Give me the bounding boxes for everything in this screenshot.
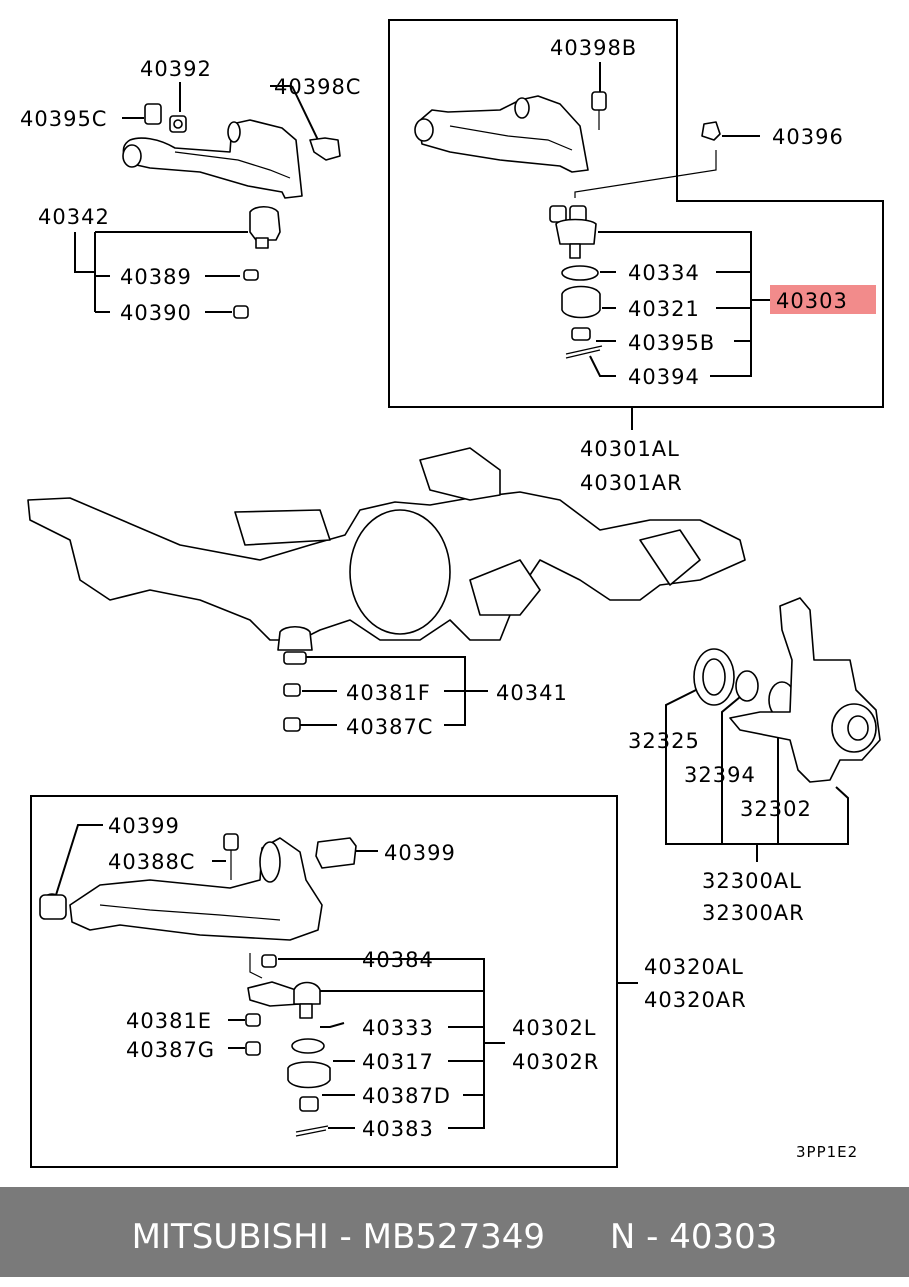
- label-40387D: 40387D: [362, 1084, 451, 1108]
- label-32394: 32394: [684, 763, 756, 787]
- lower-arm-drawing: [39, 833, 357, 1137]
- label-32302: 32302: [740, 797, 812, 821]
- label-40334: 40334: [628, 261, 700, 285]
- label-40303: 40303: [776, 289, 848, 313]
- label-40383: 40383: [362, 1117, 434, 1141]
- label-40392: 40392: [140, 57, 212, 81]
- label-40341: 40341: [496, 681, 568, 705]
- upper-arm-drawing: [122, 103, 341, 319]
- label-40320AR: 40320AR: [644, 988, 747, 1012]
- frame-drawing: [27, 447, 746, 732]
- label-40398B: 40398B: [550, 36, 637, 60]
- label-40342: 40342: [38, 205, 110, 229]
- label-40388C: 40388C: [108, 850, 195, 874]
- label-40317: 40317: [362, 1050, 434, 1074]
- label-40398C: 40398C: [274, 75, 361, 99]
- label-40390: 40390: [120, 301, 192, 325]
- upper-arm-box-drawing: [414, 91, 721, 359]
- label-40320AL: 40320AL: [644, 955, 744, 979]
- label-40389: 40389: [120, 265, 192, 289]
- highlight-40303: [770, 285, 876, 314]
- label-40333: 40333: [362, 1016, 434, 1040]
- leader-lines: [55, 62, 849, 1129]
- part-labels: 40392 40395C 40398C 40342 40389 40390 40…: [20, 36, 858, 1161]
- label-40395C: 40395C: [20, 107, 107, 131]
- footer-bar: MITSUBISHI - MB527349 N - 40303: [0, 1187, 909, 1277]
- label-40395B: 40395B: [628, 331, 715, 355]
- label-32300AL: 32300AL: [702, 869, 802, 893]
- label-40302L: 40302L: [512, 1016, 597, 1040]
- label-40301AL: 40301AL: [580, 437, 680, 461]
- knuckle-drawing: [693, 597, 881, 783]
- label-40381F: 40381F: [346, 681, 431, 705]
- label-40387G: 40387G: [126, 1038, 215, 1062]
- label-40301AR: 40301AR: [580, 471, 683, 495]
- parts-diagram: 40392 40395C 40398C 40342 40389 40390 40…: [20, 19, 884, 1168]
- label-40394: 40394: [628, 365, 700, 389]
- upper-arm-kit-box: [388, 19, 884, 408]
- label-40384: 40384: [362, 948, 434, 972]
- label-40387C: 40387C: [346, 715, 433, 739]
- label-40399-left: 40399: [108, 814, 180, 838]
- label-32300AR: 32300AR: [702, 901, 805, 925]
- footer-text: MITSUBISHI - MB527349 N - 40303: [131, 1217, 778, 1257]
- lower-arm-box: [30, 795, 618, 1168]
- label-40302R: 40302R: [512, 1050, 599, 1074]
- label-40399-right: 40399: [384, 841, 456, 865]
- label-40381E: 40381E: [126, 1009, 212, 1033]
- label-32325: 32325: [628, 729, 700, 753]
- label-40396: 40396: [772, 125, 844, 149]
- label-40321: 40321: [628, 297, 700, 321]
- diagram-code: 3PP1E2: [796, 1143, 858, 1161]
